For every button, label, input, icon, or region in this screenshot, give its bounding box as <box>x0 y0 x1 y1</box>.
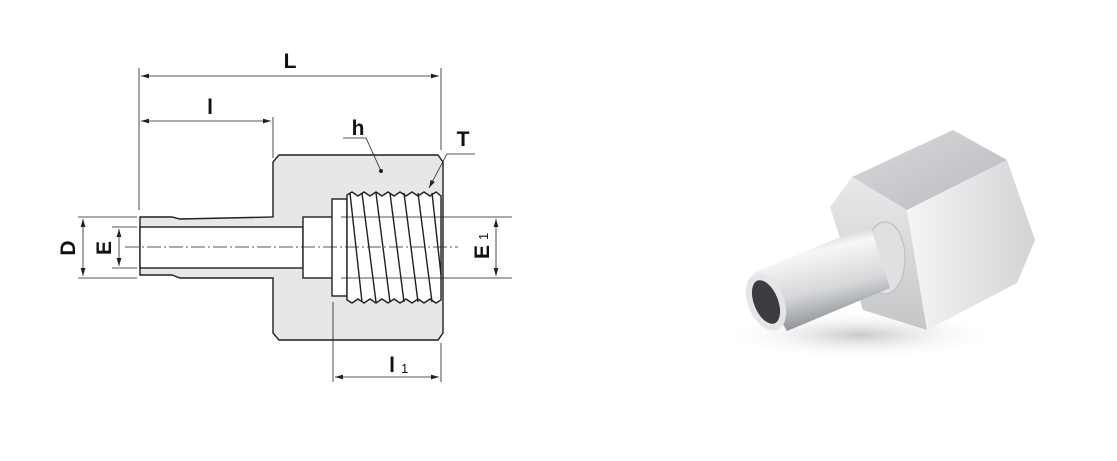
counterbore <box>302 216 334 279</box>
hex-front-face <box>907 160 1035 330</box>
dim-label-E1: E <box>471 245 494 259</box>
thread-profile <box>346 191 442 304</box>
dim-label-l1-subscript: 1 <box>401 361 408 376</box>
fitting-section-view <box>139 154 444 341</box>
label-T: T <box>457 128 470 151</box>
label-h: h <box>352 117 365 140</box>
dimension-lines <box>78 68 512 382</box>
dim-label-E1-subscript: 1 <box>476 233 491 240</box>
thread-lines <box>349 192 442 303</box>
tube-opening <box>751 280 781 324</box>
dim-label-L: L <box>284 50 297 73</box>
product-photo <box>720 130 1035 360</box>
h-leader <box>343 137 382 172</box>
dim-label-l: l <box>207 96 213 119</box>
tube-bore <box>139 226 304 269</box>
hex-top-face <box>852 130 1007 210</box>
thread-relief <box>331 198 348 297</box>
h-leader-dot <box>379 169 383 173</box>
dim-label-D: D <box>57 240 80 255</box>
dim-label-E: E <box>93 241 116 255</box>
tube <box>753 225 890 331</box>
T-leader <box>428 153 475 189</box>
dim-label-l1: l <box>389 354 395 377</box>
